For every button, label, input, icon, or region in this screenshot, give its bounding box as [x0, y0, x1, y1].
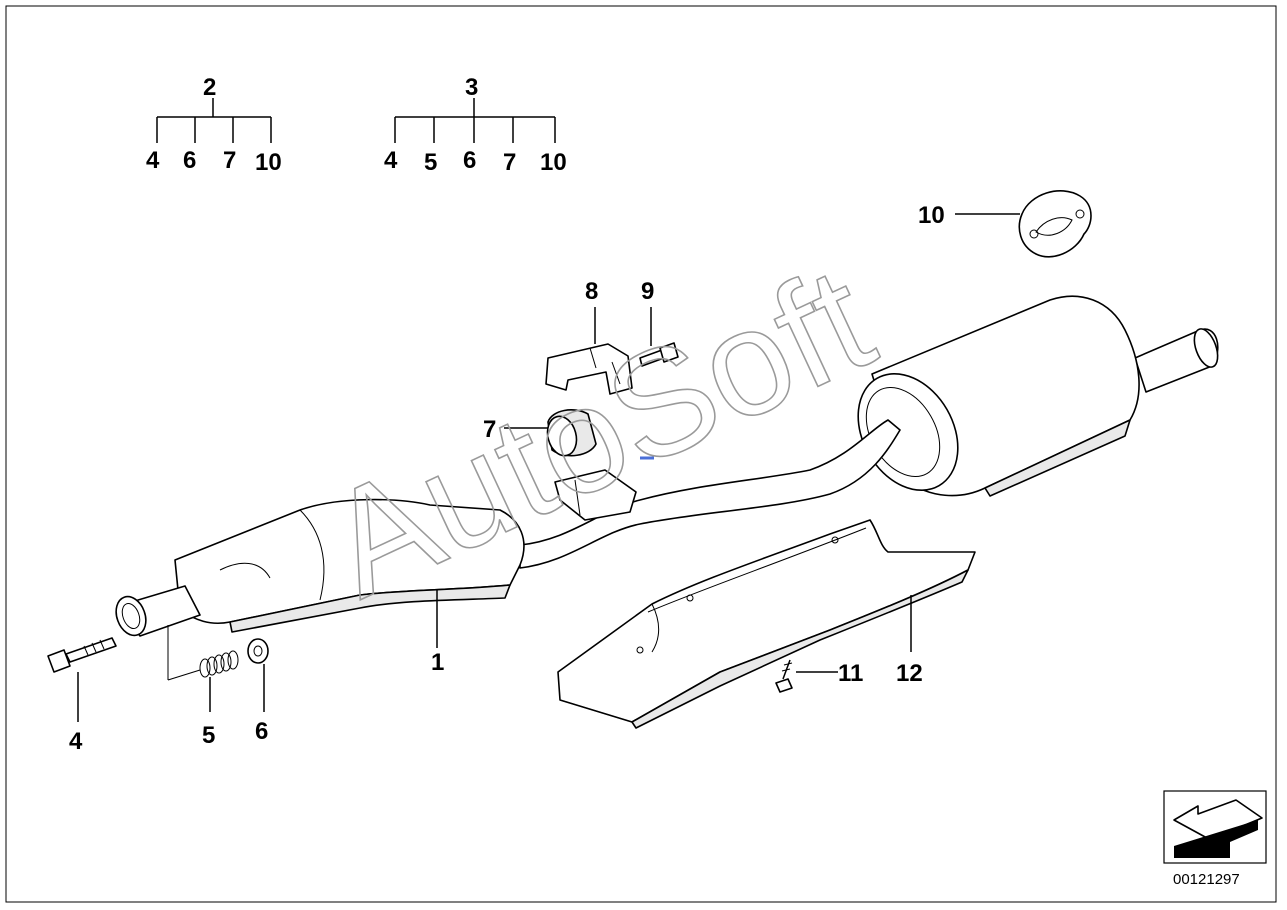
callout-4: 4 — [69, 728, 83, 755]
callout-7: 7 — [483, 416, 496, 443]
rear-muffler-part — [857, 295, 1219, 497]
callout-12: 12 — [896, 660, 923, 687]
set-2-item: 4 — [146, 147, 160, 174]
set-3-item: 7 — [503, 149, 516, 176]
clamp-bracket-part: 8 — [545, 278, 633, 395]
pipe-hanger-mount — [554, 469, 637, 521]
rubber-ring-part: 7 — [483, 409, 597, 457]
nut-part: 6 — [247, 638, 269, 745]
callout-5: 5 — [202, 722, 215, 749]
screw-part: 11 — [775, 659, 863, 693]
set-2-label: 2 — [203, 74, 216, 101]
set-3-item: 6 — [463, 147, 476, 174]
set-3-item: 4 — [384, 147, 398, 174]
set-3-item: 10 — [540, 149, 567, 176]
orientation-arrow-icon — [1163, 790, 1267, 864]
diagram-frame — [5, 5, 1277, 903]
set-2-item: 10 — [255, 149, 282, 176]
set-2-item: 6 — [183, 147, 196, 174]
gasket-part: 10 — [918, 190, 1092, 258]
leader-group-front — [167, 625, 201, 681]
callout-9: 9 — [641, 278, 654, 305]
exhaust-pipe-part: 1 — [115, 419, 901, 676]
callout-1: 1 — [431, 649, 444, 676]
set-3-label: 3 — [465, 74, 478, 101]
set-3-item: 5 — [424, 149, 437, 176]
callout-8: 8 — [585, 278, 598, 305]
callout-10: 10 — [918, 202, 945, 229]
bolt-9-part: 9 — [639, 278, 679, 367]
set-3-bracket: 3 4 5 6 7 10 — [384, 74, 567, 176]
set-2-bracket: 2 4 6 7 10 — [146, 74, 282, 176]
spring-part: 5 — [199, 650, 239, 749]
callout-11: 11 — [838, 660, 863, 687]
heat-shield-part: 12 — [557, 519, 976, 729]
bolt-4-part: 4 — [47, 637, 117, 755]
document-number: 00121297 — [1173, 871, 1240, 888]
set-2-item: 7 — [223, 147, 236, 174]
callout-6: 6 — [255, 718, 268, 745]
